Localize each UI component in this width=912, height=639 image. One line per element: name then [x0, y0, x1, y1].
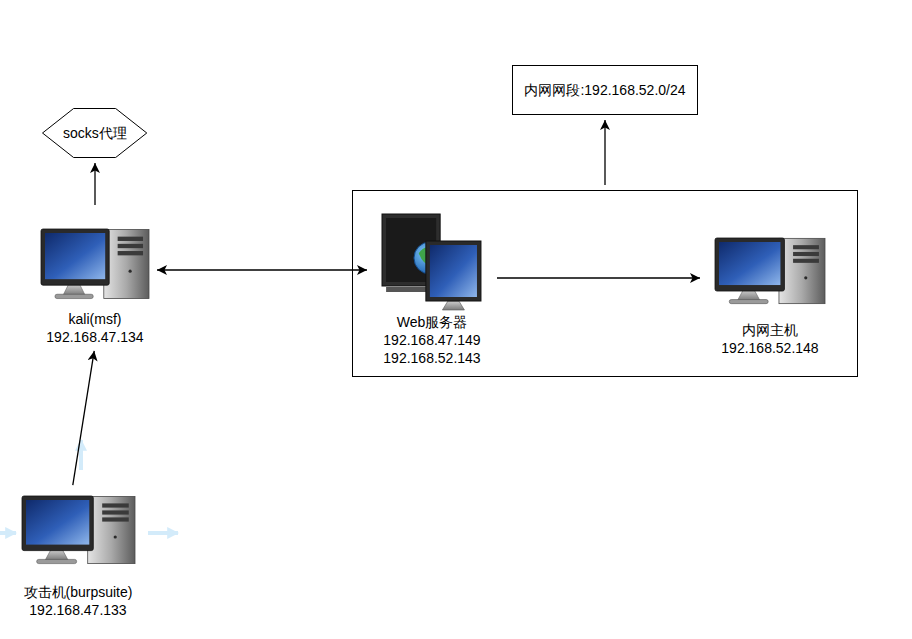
drive-bay [793, 245, 819, 249]
network-segment-box: 内网网段:192.168.52.0/24 [512, 65, 698, 115]
drive-bay [793, 252, 819, 256]
power-light [804, 276, 807, 279]
text-holder: socks代理 [63, 124, 127, 142]
back-base [386, 287, 427, 292]
monitor-screen [26, 500, 89, 545]
monitor-screen [719, 242, 780, 285]
front-screen [430, 245, 477, 297]
ip-address: 192.168.52.143 [372, 349, 492, 367]
monitor-base [36, 559, 76, 563]
monitor-base [55, 294, 93, 298]
connector-arrow [604, 120, 605, 185]
drive-bay [793, 259, 819, 263]
tower-case [87, 496, 134, 563]
node-label: 内网主机 [705, 321, 835, 339]
drive-bay [118, 251, 143, 255]
computer-icon [21, 495, 136, 565]
web-server: Web服务器192.168.47.149192.168.52.143 [372, 205, 492, 367]
intranet-host: 内网主机192.168.52.148 [705, 232, 835, 357]
power-light [113, 535, 116, 538]
connector-arrow [157, 269, 367, 270]
connector-arrow [497, 277, 700, 278]
drive-bay [102, 510, 129, 514]
tower-case [779, 238, 825, 303]
server-icon [381, 213, 483, 313]
drive-bay [102, 517, 129, 521]
node-label: 攻击机(burpsuite) [8, 583, 148, 601]
computer-icon [714, 237, 826, 305]
monitor-stand [738, 290, 760, 300]
monitor-screen [45, 233, 105, 279]
intranet-region: Web服务器192.168.47.149192.168.52.143内网主机19… [352, 190, 858, 377]
ip-address: 192.168.47.149 [372, 331, 492, 349]
proxy-hexagon: socks代理 [42, 108, 147, 158]
front-stand [442, 301, 464, 310]
connector-arrow [94, 163, 95, 205]
monitor-bezel [22, 496, 93, 551]
pale-arrow [148, 531, 178, 535]
monitor-base [729, 300, 768, 304]
drive-bay [102, 503, 129, 507]
monitor-bezel [715, 238, 784, 291]
front-bezel [426, 241, 481, 301]
kali-host: kali(msf)192.168.47.134 [38, 210, 152, 346]
monitor-bezel [41, 229, 109, 285]
monitor-stand [63, 284, 85, 295]
drive-bay [118, 244, 143, 248]
pale-arrow [0, 531, 16, 535]
hexagon-shape [43, 109, 147, 158]
tower-case [104, 229, 149, 298]
computer-icon [40, 228, 150, 300]
node-label: kali(msf) [38, 310, 152, 328]
node-label: 内网网段:192.168.52.0/24 [524, 81, 685, 99]
ip-address: 192.168.47.133 [8, 601, 148, 619]
attacker-host: 攻击机(burpsuite)192.168.47.133 [8, 490, 148, 619]
ip-address: 192.168.47.134 [38, 328, 152, 346]
drive-bay [118, 237, 143, 241]
text-holder: 内网网段:192.168.52.0/24 [524, 81, 685, 99]
ip-address: 192.168.52.148 [705, 339, 835, 357]
node-label: socks代理 [63, 124, 127, 142]
monitor-stand [45, 550, 68, 561]
power-light [129, 270, 132, 273]
connector-arrow [73, 351, 94, 485]
node-label: Web服务器 [372, 313, 492, 331]
